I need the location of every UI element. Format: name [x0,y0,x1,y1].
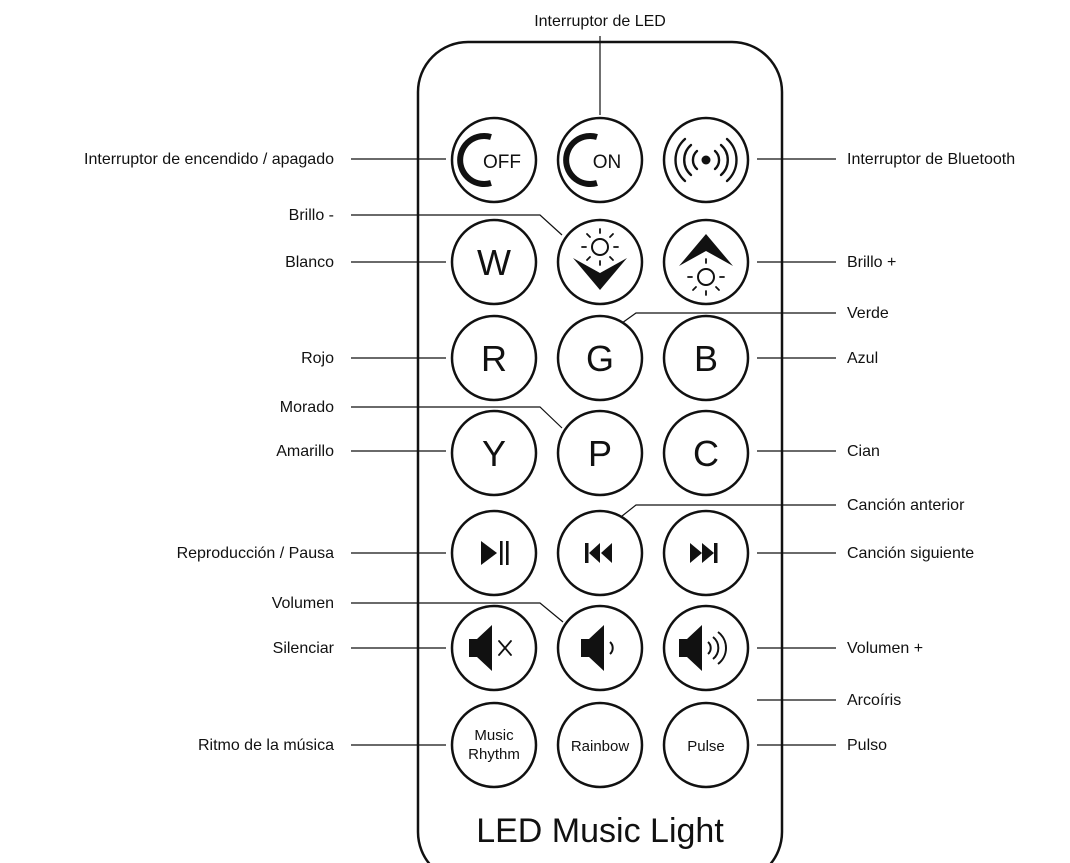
cyan-label: C [693,433,719,474]
callout-volume-up: Volumen + [847,640,923,657]
white-button[interactable] [450,218,538,306]
previous-track-icon [585,543,612,563]
remote-title: LED Music Light [476,812,724,850]
callout-brightness-up: Brillo + [847,254,896,271]
callout-purple: Morado [280,399,334,416]
callout-cyan: Cian [847,443,880,460]
leader-lines [351,36,836,746]
callout-blue: Azul [847,350,878,367]
power-on-icon: ON [563,133,622,187]
rainbow-button[interactable] [556,701,644,789]
callout-play-pause: Reproducción / Pausa [177,545,335,562]
next-track-icon [690,543,718,563]
red-button[interactable] [450,314,538,402]
callout-led-switch: Interruptor de LED [534,13,666,30]
callout-volume: Volumen [272,595,334,612]
red-label: R [481,338,507,379]
green-label: G [586,338,614,379]
callout-red: Rojo [301,350,334,367]
white-label: W [477,242,511,283]
callout-power-switch: Interruptor de encendido / apagado [84,151,334,168]
blue-button[interactable] [662,314,750,402]
callout-brightness-down: Brillo - [289,207,334,224]
yellow-button[interactable] [450,409,538,497]
callout-music-rhythm: Ritmo de la música [198,737,334,754]
pulse-button[interactable] [662,701,750,789]
mute-button[interactable] [450,604,538,692]
callout-white: Blanco [285,254,334,271]
rainbow-label: Rainbow [571,738,630,755]
yellow-label: Y [482,433,506,474]
off-label: OFF [483,152,521,173]
sun-down-icon [573,228,627,290]
callout-yellow: Amarillo [276,443,334,460]
callout-next-song: Canción siguiente [847,545,974,562]
music-rhythm-label-line1: Music [474,727,514,744]
power-off-icon: OFF [457,133,521,187]
callout-rainbow: Arcoíris [847,692,901,709]
music-rhythm-button[interactable] [450,701,538,789]
cyan-button[interactable] [662,409,750,497]
volume-up-button[interactable] [662,604,750,692]
purple-button[interactable] [556,409,644,497]
blue-label: B [694,338,718,379]
on-label: ON [593,152,622,173]
speaker-high-icon [679,625,727,671]
callout-previous-song: Canción anterior [847,497,965,514]
speaker-mute-icon [469,625,512,671]
callout-mute: Silenciar [273,640,335,657]
broadcast-icon [674,137,738,183]
purple-label: P [588,433,612,474]
callout-bluetooth-switch: Interruptor de Bluetooth [847,151,1015,168]
pulse-label: Pulse [687,738,725,755]
sun-up-icon [679,234,733,296]
callout-pulse: Pulso [847,737,887,754]
callout-green: Verde [847,305,889,322]
speaker-low-icon [581,625,614,671]
green-button[interactable] [556,314,644,402]
play-pause-icon [481,541,509,565]
music-rhythm-label-line2: Rhythm [468,746,520,763]
